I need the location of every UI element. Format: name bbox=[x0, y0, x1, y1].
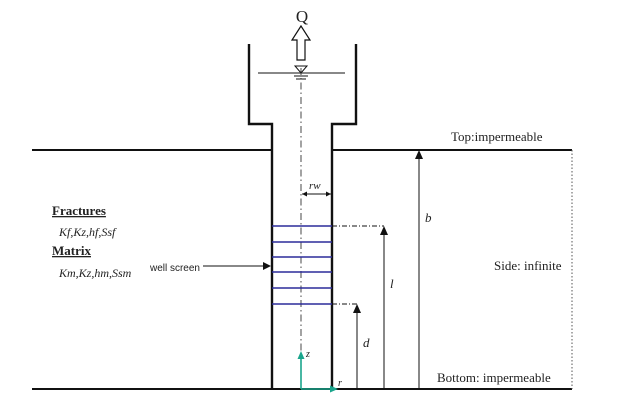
side-boundary-label: Side: infinite bbox=[494, 258, 562, 273]
z-axis-arrow-icon bbox=[297, 351, 305, 359]
l-label: l bbox=[390, 276, 394, 291]
well-screen-label: well screen bbox=[149, 263, 200, 274]
pumping-arrow-icon bbox=[290, 24, 312, 61]
matrix-parameters: Km,Kz,hm,Ssm bbox=[58, 266, 132, 280]
r-axis-arrow-icon bbox=[330, 385, 338, 393]
well-casing-right bbox=[330, 44, 358, 389]
d-arrow-icon bbox=[353, 304, 361, 313]
rw-label: rw bbox=[309, 180, 321, 192]
rw-arrow-left-icon bbox=[302, 191, 307, 197]
b-label: b bbox=[425, 210, 432, 225]
b-arrow-icon bbox=[415, 150, 423, 159]
q-label: Q bbox=[296, 7, 308, 26]
fractures-heading: Fractures bbox=[52, 203, 106, 218]
r-axis-label: r bbox=[338, 378, 342, 389]
well-casing-left bbox=[247, 44, 274, 389]
well-screen-arrow-icon bbox=[263, 262, 271, 270]
rw-arrow-right-icon bbox=[326, 191, 331, 197]
fractures-parameters: Kf,Kz,hf,Ssf bbox=[58, 225, 117, 239]
l-arrow-icon bbox=[380, 226, 388, 235]
z-axis-label: z bbox=[305, 349, 310, 360]
matrix-heading: Matrix bbox=[52, 243, 91, 258]
bottom-boundary-label: Bottom: impermeable bbox=[437, 370, 551, 385]
top-boundary-label: Top:impermeable bbox=[451, 129, 543, 144]
d-label: d bbox=[363, 335, 370, 350]
